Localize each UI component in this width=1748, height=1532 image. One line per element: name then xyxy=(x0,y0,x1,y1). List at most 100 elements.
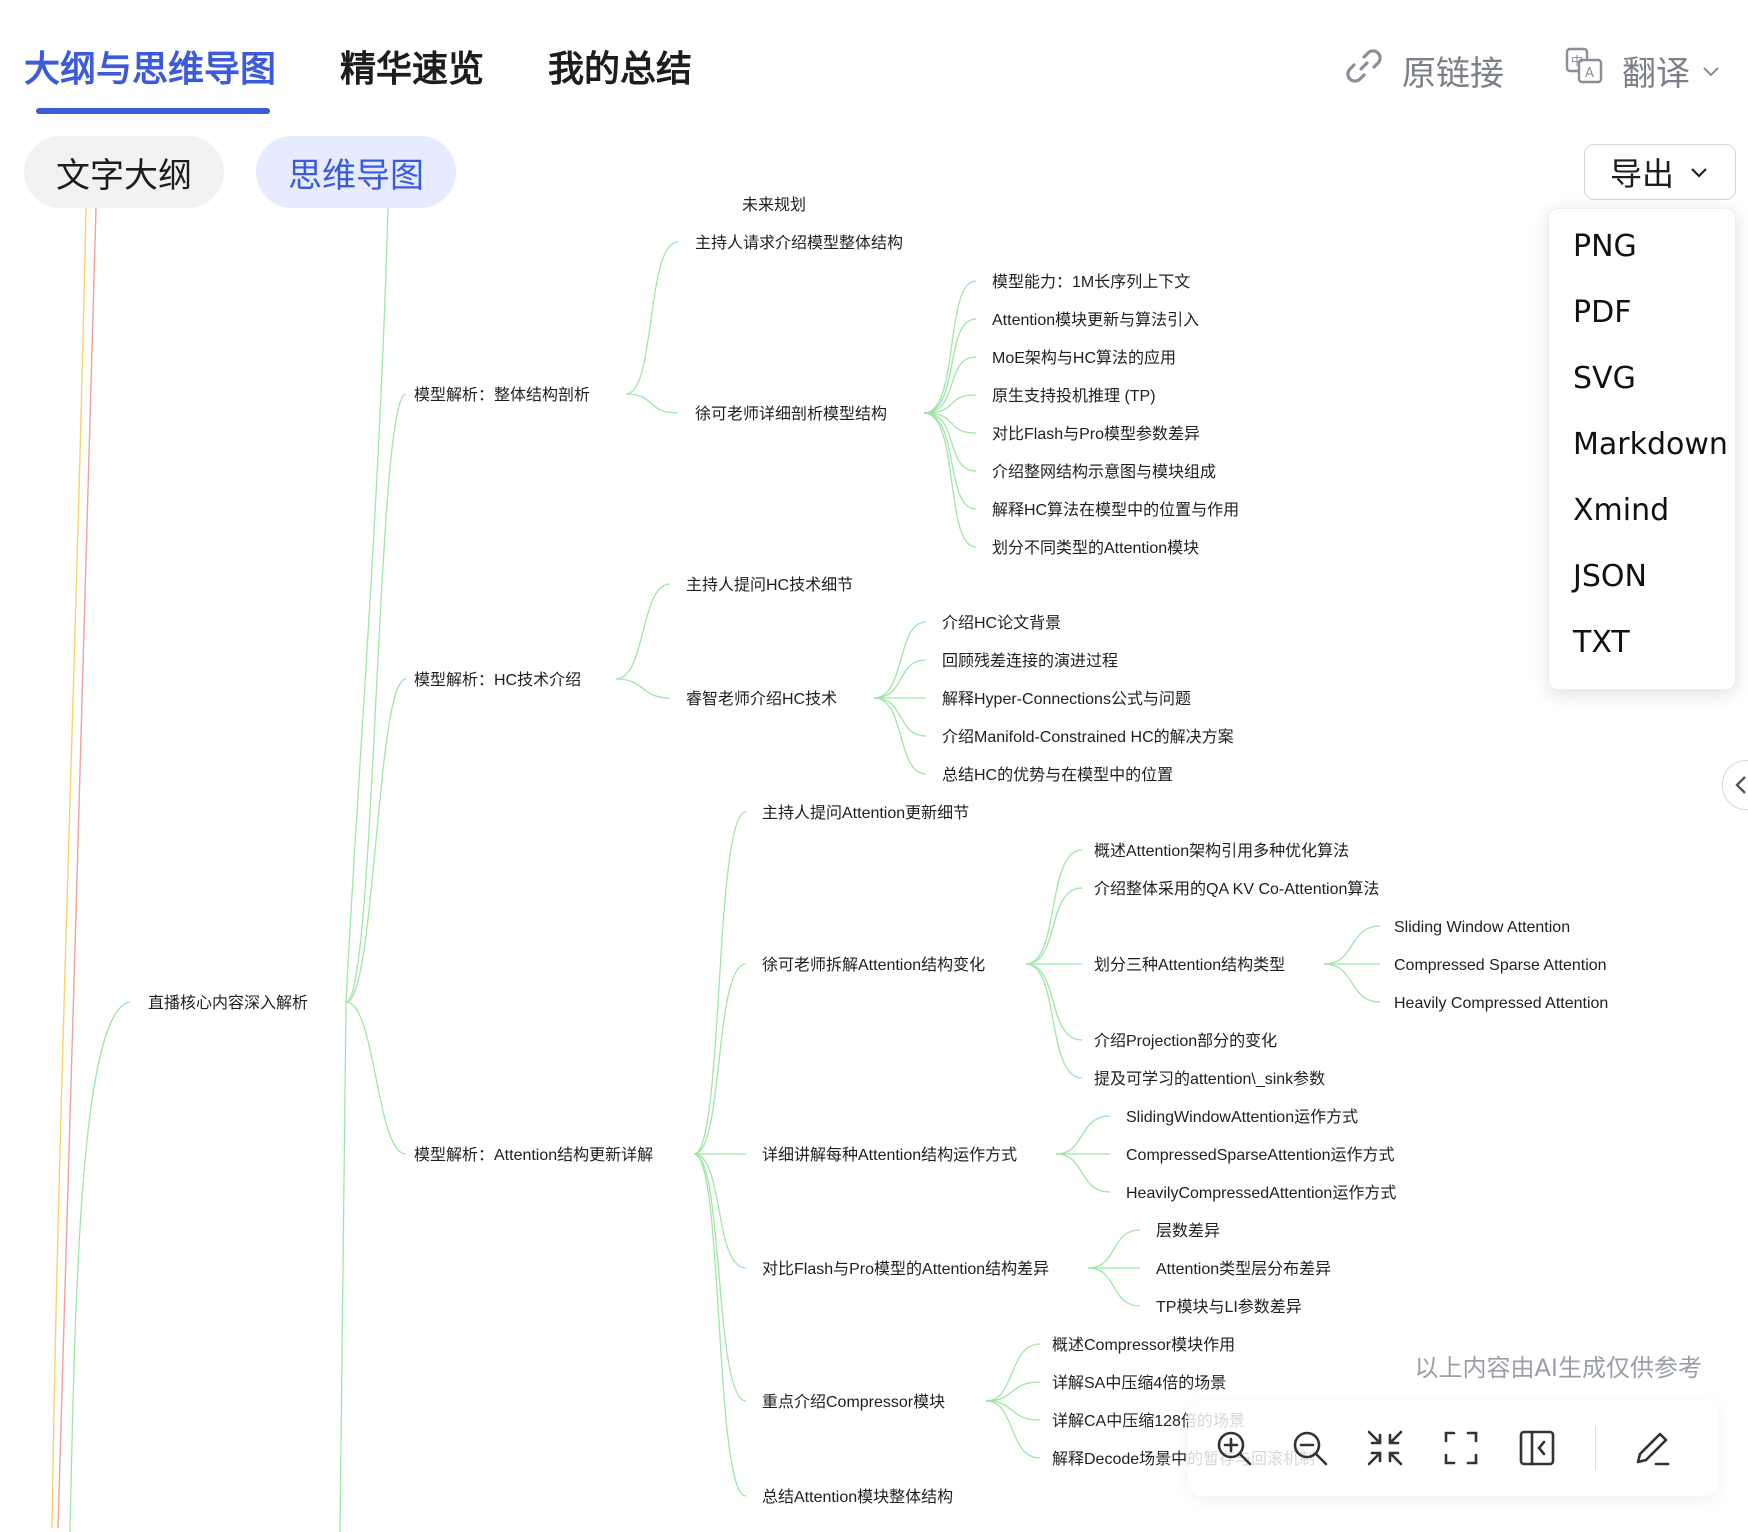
edge xyxy=(1025,963,1083,1041)
node-leaf[interactable]: 介绍HC论文背景 xyxy=(942,614,1061,632)
edge xyxy=(1323,925,1381,965)
zoom-out-button[interactable] xyxy=(1282,1418,1338,1478)
node-leaf[interactable]: 总结HC的优势与在模型中的位置 xyxy=(942,766,1173,784)
node-leaf[interactable]: 介绍Manifold-Constrained HC的解决方案 xyxy=(942,728,1234,746)
edge xyxy=(1323,963,1381,1003)
original-link-button[interactable]: 原链接 xyxy=(1344,46,1504,95)
edge xyxy=(985,1343,1041,1402)
node-topic[interactable]: 总结Attention模块整体结构 xyxy=(762,1488,953,1506)
export-button[interactable]: 导出 xyxy=(1584,144,1736,200)
node-topic[interactable]: 睿智老师介绍HC技术 xyxy=(686,690,837,708)
node-topic[interactable]: 重点介绍Compressor模块 xyxy=(762,1393,945,1411)
tab-highlights[interactable]: 精华速览 xyxy=(340,49,485,90)
edge xyxy=(1087,1229,1141,1269)
edge xyxy=(923,412,977,472)
svg-text:A: A xyxy=(1585,66,1594,81)
export-option-json[interactable]: JSON xyxy=(1573,559,1647,594)
node-leaf[interactable]: 原生支持投机推理 (TP) xyxy=(992,387,1156,405)
edge xyxy=(345,393,407,1003)
node-leaf[interactable]: MoE架构与HC算法的应用 xyxy=(992,348,1176,367)
link-icon xyxy=(1344,46,1384,95)
edge xyxy=(873,697,927,775)
chevron-down-icon xyxy=(1700,51,1722,91)
text-outline-pill[interactable]: 文字大纲 xyxy=(24,136,224,208)
node-topic[interactable]: 对比Flash与Pro模型的Attention结构差异 xyxy=(762,1260,1049,1278)
root-branch-lines xyxy=(51,208,97,1528)
side-panel-toggle[interactable] xyxy=(1722,760,1748,810)
view-switch: 文字大纲 思维导图 xyxy=(24,136,456,208)
mindmap-pill[interactable]: 思维导图 xyxy=(256,136,456,208)
node-topic[interactable]: 徐可老师详细剖析模型结构 xyxy=(695,405,887,423)
node-root[interactable]: 直播核心内容深入解析 xyxy=(148,994,308,1012)
node-topic[interactable]: 主持人请求介绍模型整体结构 xyxy=(695,234,903,252)
node-leaf[interactable]: Compressed Sparse Attention xyxy=(1394,957,1607,974)
node-leaf[interactable]: 概述Compressor模块作用 xyxy=(1052,1336,1235,1354)
node-leaf[interactable]: 解释HC算法在模型中的位置与作用 xyxy=(992,500,1239,519)
main-tabs: 大纲与思维导图 精华速览 我的总结 xyxy=(24,40,693,114)
node-leaf[interactable]: Attention模块更新与算法引入 xyxy=(992,310,1199,329)
tab-outline-mindmap[interactable]: 大纲与思维导图 xyxy=(24,40,276,114)
node-leaf[interactable]: 划分不同类型的Attention模块 xyxy=(992,539,1199,557)
svg-text:中: 中 xyxy=(1571,53,1583,68)
edit-button[interactable] xyxy=(1624,1418,1680,1478)
node-leaf[interactable]: 模型能力：1M长序列上下文 xyxy=(992,273,1190,291)
zoom-in-button[interactable] xyxy=(1206,1418,1262,1478)
panel-collapse-icon xyxy=(1519,1430,1555,1466)
edge xyxy=(615,678,671,699)
node-leaf[interactable]: Heavily Compressed Attention xyxy=(1394,995,1608,1012)
node-section[interactable]: 模型解析：Attention结构更新详解 xyxy=(414,1146,653,1164)
edge xyxy=(985,1400,1041,1421)
node-leaf[interactable]: 提及可学习的attention\_sink参数 xyxy=(1094,1070,1325,1088)
ai-disclaimer: 以上内容由AI生成仅供参考 xyxy=(1414,1354,1703,1382)
edge xyxy=(985,1400,1041,1459)
node-leaf[interactable]: HeavilyCompressedAttention运作方式 xyxy=(1126,1184,1396,1202)
node-topic[interactable]: 详细讲解每种Attention结构运作方式 xyxy=(762,1146,1017,1164)
node-leaf[interactable]: 回顾残差连接的演进过程 xyxy=(942,652,1118,670)
export-option-svg[interactable]: SVG xyxy=(1573,361,1636,396)
node-leaf[interactable]: 介绍整体采用的QA KV Co-Attention算法 xyxy=(1094,879,1379,898)
edge xyxy=(1025,849,1083,965)
node-leaf[interactable]: 概述Attention架构引用多种优化算法 xyxy=(1094,841,1349,860)
export-option-markdown[interactable]: Markdown xyxy=(1573,427,1728,462)
node-topic[interactable]: 主持人提问Attention更新细节 xyxy=(762,804,969,822)
toolbar-divider xyxy=(1594,1426,1597,1470)
fit-view-button[interactable] xyxy=(1358,1418,1414,1478)
export-option-pdf[interactable]: PDF xyxy=(1573,295,1632,330)
node-leaf[interactable]: 介绍Projection部分的变化 xyxy=(1094,1032,1277,1050)
node-leaf[interactable]: 介绍整网结构示意图与模块组成 xyxy=(992,462,1216,481)
original-link-label: 原链接 xyxy=(1402,54,1504,94)
node-leaf[interactable]: Sliding Window Attention xyxy=(1394,919,1570,936)
node-partial-top[interactable]: 未来规划 xyxy=(742,196,806,214)
node-leaf[interactable]: SlidingWindowAttention运作方式 xyxy=(1126,1108,1358,1126)
edge xyxy=(1055,1153,1111,1193)
node-leaf[interactable]: 详解SA中压缩4倍的场景 xyxy=(1052,1374,1226,1392)
edge xyxy=(873,697,927,737)
node-leaf[interactable]: 对比Flash与Pro模型参数差异 xyxy=(992,425,1200,443)
node-leaf[interactable]: 划分三种Attention结构类型 xyxy=(1094,956,1285,974)
translate-label: 翻译 xyxy=(1622,54,1690,94)
export-option-xmind[interactable]: Xmind xyxy=(1573,493,1670,528)
fullscreen-icon xyxy=(1444,1431,1478,1465)
node-leaf[interactable]: TP模块与LI参数差异 xyxy=(1156,1298,1302,1316)
chevron-down-icon xyxy=(1688,153,1710,191)
export-option-png[interactable]: PNG xyxy=(1573,229,1637,264)
mindmap-labels: 未来规划 直播核心内容深入解析 模型解析：整体结构剖析 主持人请求介绍模型整体结… xyxy=(148,196,1608,1506)
node-topic[interactable]: 主持人提问HC技术细节 xyxy=(686,576,853,594)
fullscreen-button[interactable] xyxy=(1433,1418,1489,1478)
node-leaf[interactable]: CompressedSparseAttention运作方式 xyxy=(1126,1146,1395,1164)
tab-my-summary[interactable]: 我的总结 xyxy=(548,49,693,90)
node-topic[interactable]: 徐可老师拆解Attention结构变化 xyxy=(762,956,985,974)
node-leaf[interactable]: 解释Hyper-Connections公式与问题 xyxy=(942,690,1191,708)
export-option-txt[interactable]: TXT xyxy=(1573,625,1630,660)
edge xyxy=(923,280,977,414)
node-leaf[interactable]: 层数差异 xyxy=(1156,1222,1220,1240)
toggle-panel-button[interactable] xyxy=(1509,1418,1565,1478)
edge xyxy=(345,1001,407,1155)
node-leaf[interactable]: Attention类型层分布差异 xyxy=(1156,1260,1331,1278)
mindmap-toolbar xyxy=(1188,1400,1718,1496)
edge xyxy=(1087,1267,1141,1307)
node-section[interactable]: 模型解析：HC技术介绍 xyxy=(414,671,581,689)
edge xyxy=(693,963,747,1155)
node-section[interactable]: 模型解析：整体结构剖析 xyxy=(414,386,590,404)
